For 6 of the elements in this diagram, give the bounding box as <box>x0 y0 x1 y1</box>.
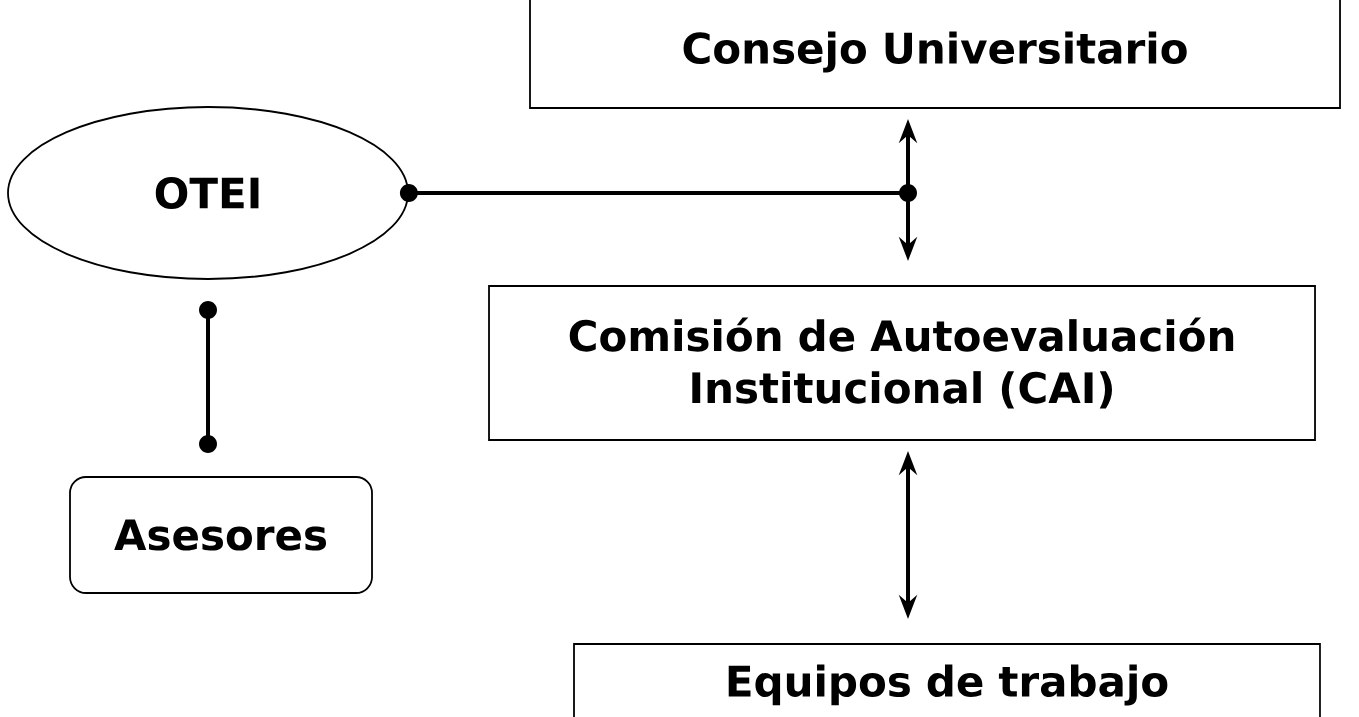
org-box: Equipos de trabajo <box>573 643 1321 717</box>
org-box: Comisión de Autoevaluación Institucional (CAI) <box>488 285 1316 441</box>
connector <box>399 184 917 202</box>
org-box: Consejo Universitario <box>529 0 1341 109</box>
rounded-box: Asesores <box>69 476 373 594</box>
connector <box>199 300 217 454</box>
